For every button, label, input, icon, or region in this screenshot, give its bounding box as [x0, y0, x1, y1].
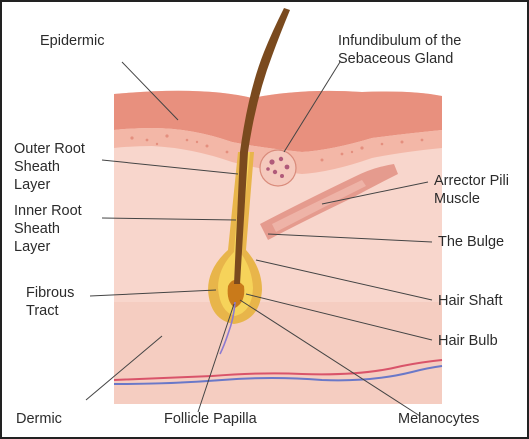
label-dermic: Dermic [16, 410, 62, 428]
label-arrector-pili: Arrector Pili Muscle [434, 172, 509, 208]
label-infundibulum: Infundibulum of the Sebaceous Gland [338, 32, 461, 68]
label-inner-root-sheath: Inner Root Sheath Layer [14, 202, 82, 256]
label-melanocytes: Melanocytes [398, 410, 479, 428]
label-follicle-papilla: Follicle Papilla [164, 410, 257, 428]
label-bulge: The Bulge [438, 233, 504, 251]
label-fibrous-tract: Fibrous Tract [26, 284, 74, 320]
label-hair-shaft: Hair Shaft [438, 292, 502, 310]
label-outer-root-sheath: Outer Root Sheath Layer [14, 140, 85, 194]
dermis-lower-shade [114, 302, 442, 404]
sebaceous-gland [260, 150, 296, 186]
label-hair-bulb: Hair Bulb [438, 332, 498, 350]
label-epidermic: Epidermic [40, 32, 104, 50]
